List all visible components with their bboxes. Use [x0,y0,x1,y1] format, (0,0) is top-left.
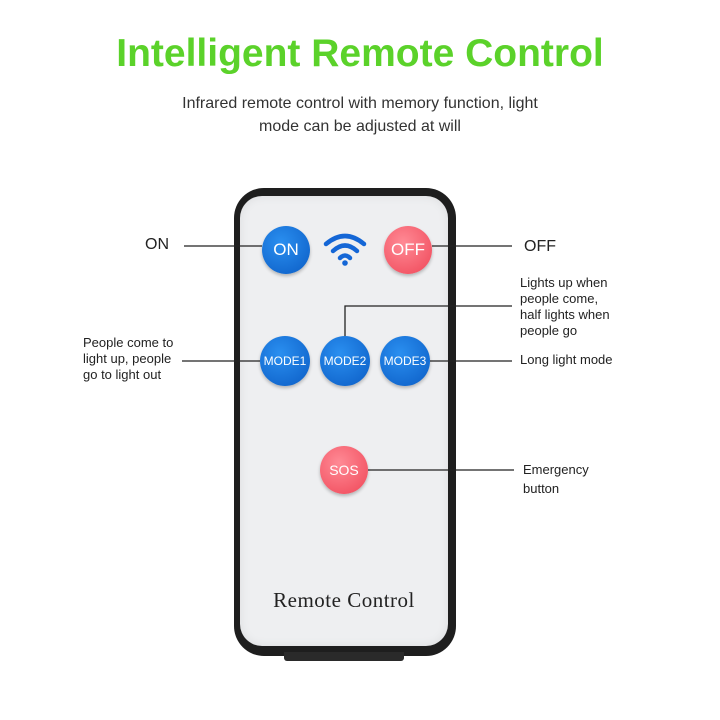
subtitle-line: Infrared remote control with memory func… [182,95,538,112]
wifi-signal-icon [323,233,367,266]
remote-label: Remote Control [273,588,415,612]
callout-sos-line: Emergency [523,462,589,477]
mode2-button[interactable]: MODE2 [320,336,370,386]
subtitle-line: mode can be adjusted at will [259,118,461,135]
callout-sos: Emergency button [523,460,643,498]
callout-mode2-line: people go [520,323,578,338]
callout-mode2-line: half lights when [520,307,610,322]
callout-mode1-line: go to light out [83,367,162,382]
callout-sos-line: button [523,481,560,496]
callout-mode1: People come to light up, people go to li… [83,335,223,383]
off-button[interactable]: OFF [384,226,432,274]
callout-mode2-line: people come, [520,291,599,306]
callout-mode2-line: Lights up when [520,275,608,290]
page-title: Intelligent Remote Control [116,32,604,75]
callout-mode2: Lights up when people come, half lights … [520,275,660,339]
on-button[interactable]: ON [262,226,310,274]
callout-off: OFF [524,238,556,255]
sos-button[interactable]: SOS [320,446,368,494]
callout-line-mode2 [344,305,512,336]
remote-battery-tab [284,652,404,661]
callout-mode1-line: People come to [83,335,174,350]
callout-mode3: Long light mode [520,352,613,367]
callout-on: ON [145,236,169,253]
mode1-button[interactable]: MODE1 [260,336,310,386]
callout-mode1-line: light up, people [83,351,172,366]
mode3-button[interactable]: MODE3 [380,336,430,386]
subtitle: Infrared remote control with memory func… [110,92,610,138]
